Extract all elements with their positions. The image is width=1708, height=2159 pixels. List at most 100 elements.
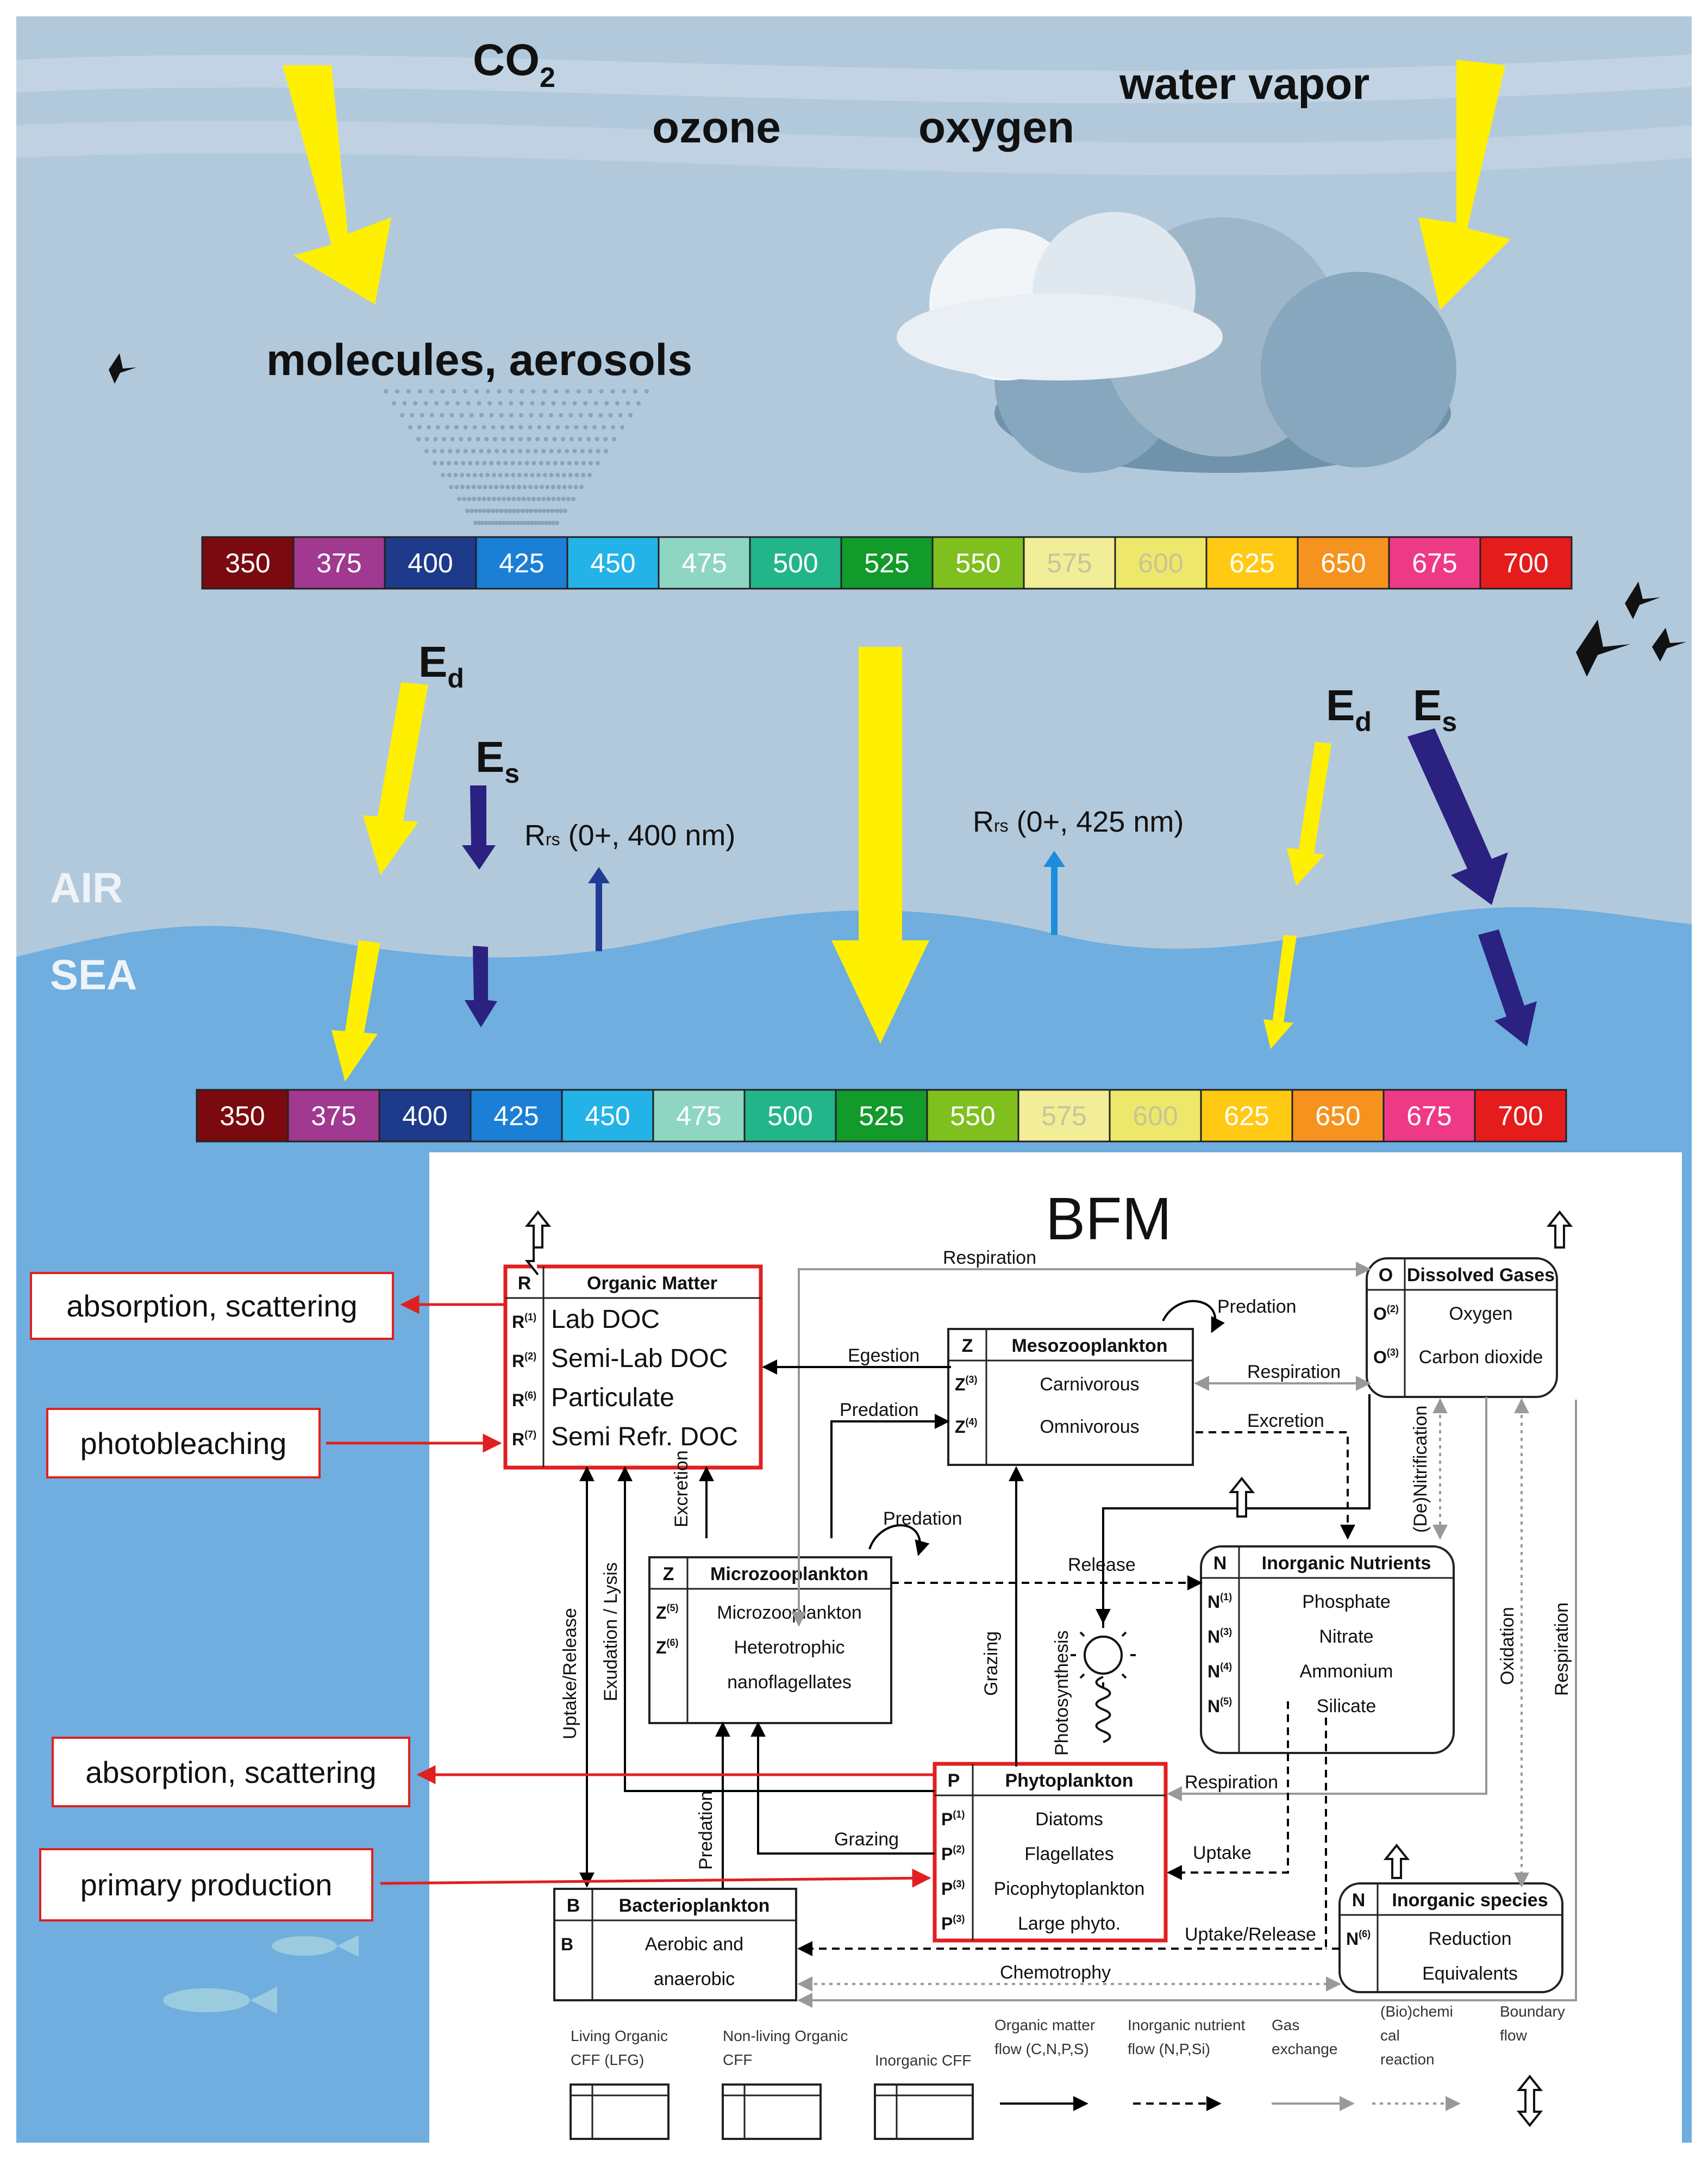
oxygen-label: oxygen (918, 103, 1074, 152)
spectrum-cell (292, 536, 386, 590)
flow-label-exudation: Exudation / Lysis (600, 1562, 621, 1701)
box-title: Inorganic Nutrients (1262, 1553, 1431, 1574)
aerosol-dot (546, 509, 550, 513)
aerosol-dot (599, 389, 604, 394)
water-vapor-label: water vapor (1119, 59, 1369, 109)
aerosol-dot (467, 497, 472, 501)
aerosol-dot (530, 521, 535, 525)
aerosol-dot (615, 401, 620, 405)
aerosol-dot (480, 521, 485, 525)
aerosol-dot (429, 413, 434, 417)
flow-label-denitrification: (De)Nitrification (1410, 1406, 1431, 1533)
aerosol-dot (463, 425, 468, 429)
spectrum-cell (1109, 1089, 1202, 1143)
box-item-label: Equivalents (1422, 1963, 1518, 1984)
spectrum-label: 625 (1229, 548, 1274, 578)
aerosol-dot (573, 485, 578, 489)
es-arrow-sea-right (1478, 929, 1537, 1046)
aerosol-dot (533, 521, 538, 525)
box-title: Bacterioplankton (619, 1895, 770, 1916)
aerosol-dot (477, 485, 482, 489)
box-code: B (567, 1895, 580, 1916)
aerosol-dot (477, 401, 481, 405)
box-item-label: anaerobic (654, 1969, 735, 1989)
box-item-label: Silicate (1317, 1696, 1377, 1717)
aerosol-dot (576, 389, 581, 394)
aerosol-dot (568, 413, 573, 417)
box-title: Phytoplankton (1005, 1770, 1133, 1791)
spectrum-cell (470, 1089, 563, 1143)
flow-label-predation-bacterio: Predation (696, 1790, 716, 1870)
box-item-symbol: Z(6) (656, 1637, 679, 1657)
aerosol-dot (549, 449, 554, 453)
aerosol-dot (486, 497, 491, 501)
aerosol-dot (454, 461, 459, 465)
aerosol-dot (568, 485, 573, 489)
box-item-label: Oxygen (1449, 1303, 1512, 1324)
bfm-title: BFM (1046, 1185, 1172, 1252)
aerosol-dot (625, 401, 630, 405)
aerosol-dot (521, 497, 526, 501)
spectrum-label: 350 (225, 548, 270, 578)
legend-om-flow-label: flow (C,N,P,S) (994, 2041, 1089, 2057)
aerosol-dot (618, 413, 623, 417)
box-title: Microzooplankton (710, 1564, 868, 1584)
aerosol-dot (592, 425, 597, 429)
box-item-label: Ammonium (1300, 1661, 1393, 1682)
aerosol-dot (581, 473, 586, 477)
co2-label: CO2 (473, 35, 555, 93)
aerosol-dot (574, 425, 579, 429)
aerosol-dot (512, 509, 517, 513)
aerosol-dot (441, 473, 445, 477)
box-item-symbol: N(6) (1346, 1929, 1371, 1949)
aerosol-dot (440, 449, 445, 453)
box-code: N (1213, 1553, 1227, 1574)
aerosol-dot (497, 497, 502, 501)
aerosol-dot (587, 389, 592, 394)
aerosol-dot (476, 437, 480, 441)
box-title: Dissolved Gases (1407, 1265, 1555, 1286)
spectrum-cell (561, 1089, 654, 1143)
aerosol-dot (539, 485, 544, 489)
aerosol-dot (518, 437, 523, 441)
aerosol-dot (448, 449, 453, 453)
aerosol-dot (455, 449, 460, 453)
aerosol-dot (610, 389, 615, 394)
box-item-symbol: N(4) (1208, 1661, 1232, 1681)
aerosol-dot (473, 509, 478, 513)
spectrum-label: 375 (316, 548, 361, 578)
aerosol-dot (520, 389, 524, 394)
aerosol-dot (435, 425, 440, 429)
box-item-label: Phosphate (1302, 1592, 1391, 1612)
air-label: AIR (50, 864, 123, 912)
rrs-425-label: Rrs (0+, 425 nm) (973, 806, 1184, 838)
flow-label-grazing: Grazing (981, 1631, 1002, 1696)
box-item-symbol: O(2) (1373, 1303, 1399, 1324)
box-title: Inorganic species (1392, 1890, 1548, 1911)
aerosol-dot (482, 509, 487, 513)
aerosol-dot (536, 497, 541, 501)
spectrum-label: 650 (1315, 1101, 1360, 1131)
box-item-symbol: B (561, 1935, 573, 1954)
aerosol-dot (445, 401, 449, 405)
aerosol-dot (489, 485, 493, 489)
absorption-scattering-box-2: absorption, scattering (52, 1737, 410, 1807)
aerosol-dot (572, 401, 577, 405)
spectrum-cell (196, 1089, 289, 1143)
aerosol-dot (481, 425, 486, 429)
aerosol-dot (462, 497, 467, 501)
aerosol-dot (551, 521, 556, 525)
ed-arrow-sea-left (331, 940, 380, 1082)
es-label-left: Es (476, 733, 520, 789)
aerosol-dot (497, 389, 502, 394)
aerosol-dot (587, 473, 592, 477)
spectrum-label: 700 (1503, 548, 1548, 578)
aerosol-dots (384, 389, 649, 525)
aerosol-dot (560, 461, 565, 465)
aerosol-dot (583, 401, 588, 405)
spectrum-label: 550 (950, 1101, 995, 1131)
aerosol-dot (473, 521, 478, 525)
flow-label-uptake-release: Uptake/Release (1185, 1924, 1316, 1945)
aerosol-dot (531, 389, 536, 394)
aerosol-dot (581, 461, 586, 465)
